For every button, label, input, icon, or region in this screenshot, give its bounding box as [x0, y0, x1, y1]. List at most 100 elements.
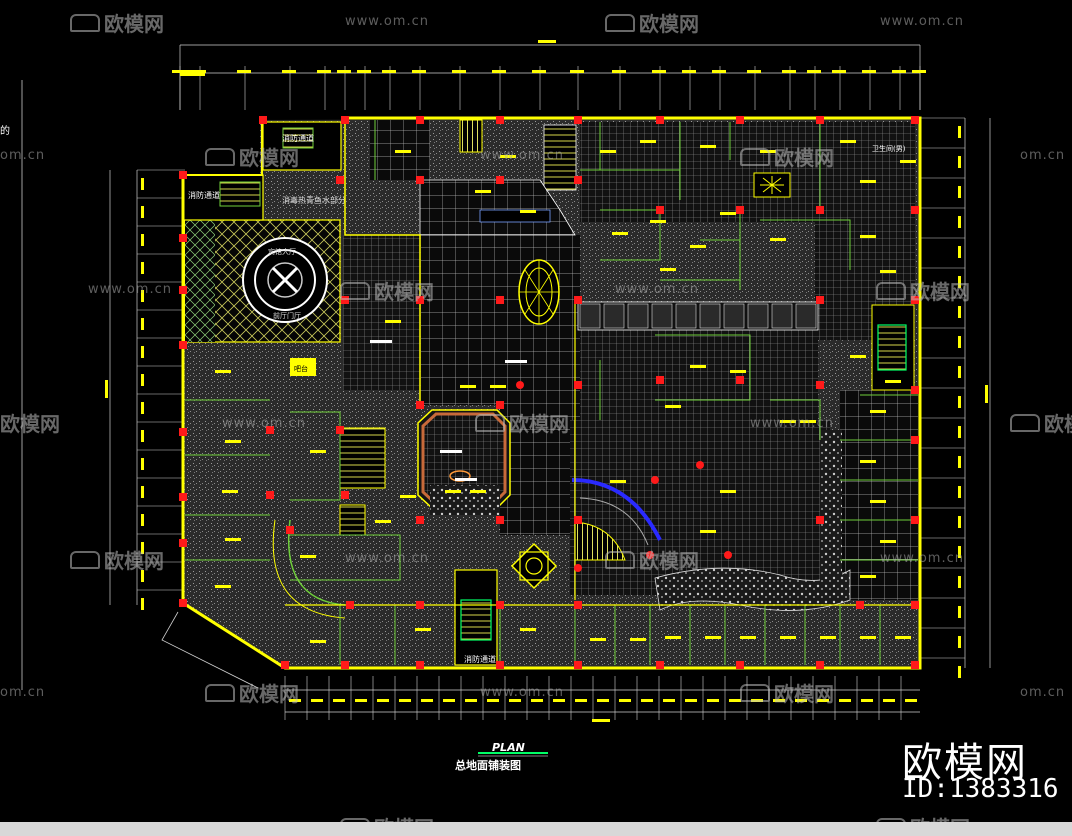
dimension-text	[237, 70, 251, 73]
watermark-url: om.cn	[1020, 685, 1066, 700]
corridor-tile	[795, 303, 817, 329]
dimension-text	[282, 70, 296, 73]
column	[574, 381, 582, 389]
watermark: 欧模网	[340, 812, 434, 822]
room-tag	[612, 232, 628, 235]
column	[911, 436, 919, 444]
watermark: 欧模网	[70, 545, 164, 574]
room-tag	[610, 480, 626, 483]
column	[416, 401, 424, 409]
column	[911, 206, 919, 214]
column	[266, 426, 274, 434]
column	[259, 116, 267, 124]
dimension-text	[905, 699, 917, 702]
room-tag	[222, 490, 238, 493]
sofa-logo-icon	[70, 14, 100, 32]
column-round	[646, 551, 654, 559]
partition-wall	[600, 209, 661, 261]
corridor-tile	[627, 303, 649, 329]
dimension-text	[141, 430, 144, 442]
dimension-text	[912, 70, 926, 73]
dimension-text	[105, 380, 108, 398]
dimension-text	[538, 40, 556, 43]
dimension-text	[682, 70, 696, 73]
column	[574, 516, 582, 524]
room-tag	[460, 385, 476, 388]
dimension-text	[612, 70, 626, 73]
top-right-room: 卫生间(男)	[872, 144, 906, 153]
room-tag	[870, 410, 886, 413]
room-tag	[705, 636, 721, 639]
sofa-logo-icon	[605, 551, 635, 569]
room-tag	[690, 245, 706, 248]
room-tag	[665, 636, 681, 639]
dimension-text	[141, 542, 144, 554]
dimension-text	[958, 576, 961, 588]
watermark-url: www.om.cn	[480, 148, 564, 163]
room-tag	[310, 450, 326, 453]
column	[911, 386, 919, 394]
room-tag	[300, 555, 316, 558]
watermark: 欧模网	[340, 276, 434, 305]
column	[496, 516, 504, 524]
dimension-text	[333, 699, 345, 702]
room-tag	[860, 235, 876, 238]
column	[911, 516, 919, 524]
column	[346, 601, 354, 609]
dimension-text	[958, 396, 961, 408]
column	[341, 491, 349, 499]
dimension-text	[712, 70, 726, 73]
watermark-url: www.om.cn	[880, 14, 964, 29]
sofa-logo-icon	[740, 684, 770, 702]
lobby-entry-label: 前厅门厅	[273, 311, 301, 320]
room-tag	[740, 636, 756, 639]
dimension-text	[597, 699, 609, 702]
dimension-text	[958, 336, 961, 348]
column	[574, 296, 582, 304]
dimension-text	[492, 70, 506, 73]
column	[179, 286, 187, 294]
room-tag	[520, 628, 536, 631]
dimension-text	[807, 70, 821, 73]
dimension-text	[958, 516, 961, 528]
column	[341, 661, 349, 669]
fire-exit-bottom: 消防通道	[464, 654, 496, 664]
dimension-text	[641, 699, 653, 702]
watermark: 欧模网	[605, 545, 699, 574]
column	[736, 206, 744, 214]
dimension-text	[652, 70, 666, 73]
room-tag	[630, 638, 646, 641]
column	[856, 601, 864, 609]
room-tag	[780, 636, 796, 639]
watermark-url: www.om.cn	[88, 282, 172, 297]
partition-wall	[290, 411, 341, 501]
room-tag	[690, 365, 706, 368]
dimension-text	[958, 156, 961, 168]
watermark: 欧模网	[205, 678, 299, 707]
room-tag	[455, 478, 477, 481]
column	[341, 296, 349, 304]
dimension-text	[958, 216, 961, 228]
column	[911, 296, 919, 304]
dimension-text	[487, 699, 499, 702]
column	[416, 601, 424, 609]
dimension-text	[883, 699, 895, 702]
watermark-url: www.om.cn	[750, 416, 834, 431]
room-tag	[470, 490, 486, 493]
column	[286, 526, 294, 534]
lobby-label: 宾馆大厅	[268, 247, 296, 256]
room-tag	[720, 212, 736, 215]
dimension-text	[141, 346, 144, 358]
dimension-text	[355, 699, 367, 702]
dimension-text	[141, 178, 144, 190]
watermark: 欧模网	[70, 8, 164, 37]
partition-wall	[655, 334, 751, 401]
watermark-url: www.om.cn	[480, 685, 564, 700]
sofa-logo-icon	[740, 148, 770, 166]
dimension-text	[839, 699, 851, 702]
column	[179, 539, 187, 547]
column	[736, 116, 744, 124]
dimension-text	[141, 290, 144, 302]
room-tag	[475, 190, 491, 193]
